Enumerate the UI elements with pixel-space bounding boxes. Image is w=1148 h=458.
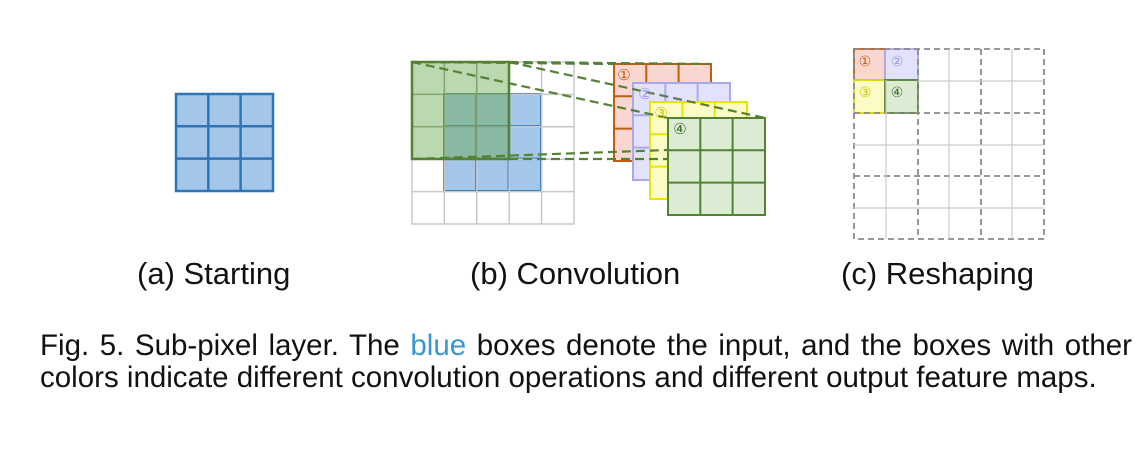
reshape-marker-4: ④ — [891, 85, 904, 101]
marker-3: ③ — [654, 104, 667, 122]
reshape-marker-3: ③ — [859, 85, 872, 101]
reshaped-output-grid: ① ② ③ ④ — [853, 48, 1045, 240]
projection-lines — [411, 60, 766, 161]
label-convolution: (b) Convolution — [470, 256, 681, 291]
figure-caption: Fig. 5. Sub-pixel layer. The blue boxes … — [40, 330, 1132, 394]
feature-map-markers: ① ② ③ ④ — [617, 66, 686, 138]
figure-canvas: ① ② ③ ④ — [174, 48, 1045, 240]
label-reshaping: (c) Reshaping — [841, 256, 1034, 291]
reshape-marker-2: ② — [891, 54, 904, 70]
subpixel-figure: ① ② ③ ④ — [137, 48, 1045, 291]
marker-4: ④ — [673, 120, 686, 138]
conv-kernel-window — [410, 60, 511, 161]
caption-highlight-blue: blue — [410, 329, 467, 362]
caption-suffix: boxes denote the input, and the boxes wi… — [40, 329, 1132, 394]
feature-map-4 — [667, 117, 766, 216]
marker-2: ② — [638, 85, 651, 103]
input-grid-starting — [174, 92, 275, 193]
caption-prefix: Fig. 5. Sub-pixel layer. The — [40, 329, 411, 362]
label-starting: (a) Starting — [137, 256, 291, 291]
reshape-marker-1: ① — [859, 54, 872, 70]
marker-1: ① — [617, 66, 630, 84]
